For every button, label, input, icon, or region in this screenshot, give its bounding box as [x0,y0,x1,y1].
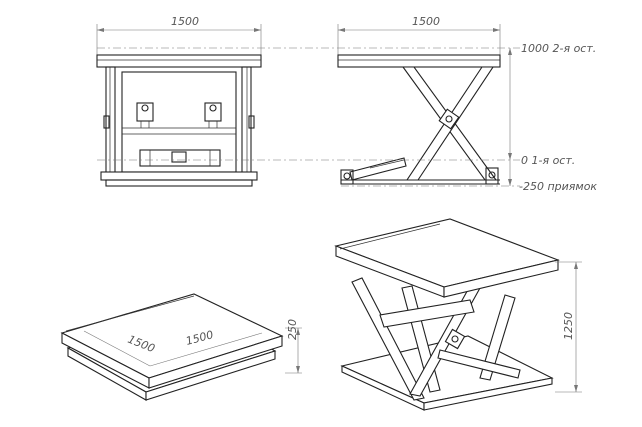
side-view: 1500 [337,15,501,185]
left-cylinder-bracket [136,102,154,128]
level-lines: 1000 2-я ост. 0 1-я ост. -250 приямок [97,42,597,193]
raised-height-dimension: 1250 [562,312,575,340]
raised-isometric-view: 1250 [334,218,582,411]
front-width-dimension: 1500 [171,15,199,28]
level-pit-label: -250 приямок [519,180,597,193]
level-zero-label: 0 1-я ост. [521,154,575,167]
lowered-isometric-view: 1500 1500 250 [60,293,302,401]
front-view: 1500 [96,15,262,187]
right-cylinder-bracket [204,102,222,128]
lowered-height-dimension: 250 [286,319,299,340]
raised-scissor-arms [351,277,516,401]
level-top-label: 1000 2-я ост. [521,42,596,55]
side-width-dimension: 1500 [412,15,440,28]
